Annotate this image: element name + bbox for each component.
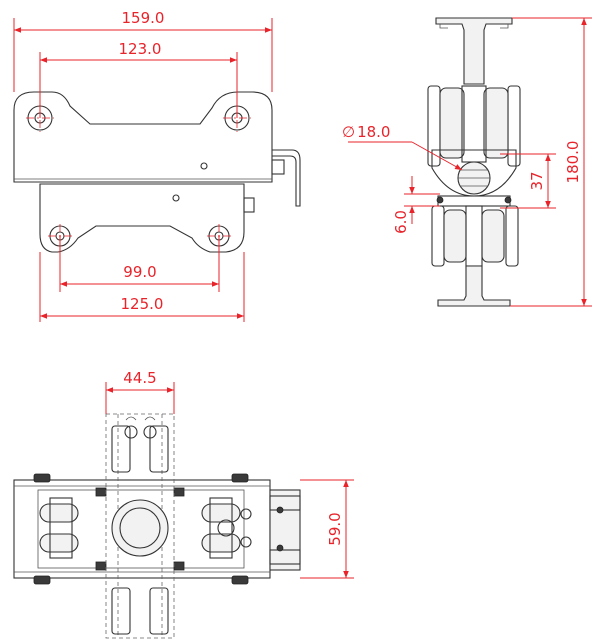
dim-top-width: 44.5	[123, 369, 156, 387]
dim-top-depth: 59.0	[326, 512, 344, 545]
front-view: 159.0 123.0 99.0 125.0	[13, 9, 301, 322]
side-view: 180.0 ∅18.0 37 6.0	[342, 17, 592, 307]
dim-side-height: 180.0	[564, 141, 582, 184]
dim-side-offset-6: 6.0	[392, 210, 410, 234]
dim-side-offset-37: 37	[528, 171, 546, 190]
dim-front-lower-width: 125.0	[121, 295, 164, 313]
diameter-symbol: ∅	[342, 123, 355, 141]
dim-front-overall-width: 159.0	[122, 9, 165, 27]
dim-side-diameter: 18.0	[357, 123, 390, 141]
top-view: 44.5 59.0	[13, 369, 354, 639]
dim-front-lower-holes: 99.0	[123, 263, 156, 281]
dim-front-upper-holes: 123.0	[119, 40, 162, 58]
svg-text:∅18.0: ∅18.0	[342, 123, 390, 141]
